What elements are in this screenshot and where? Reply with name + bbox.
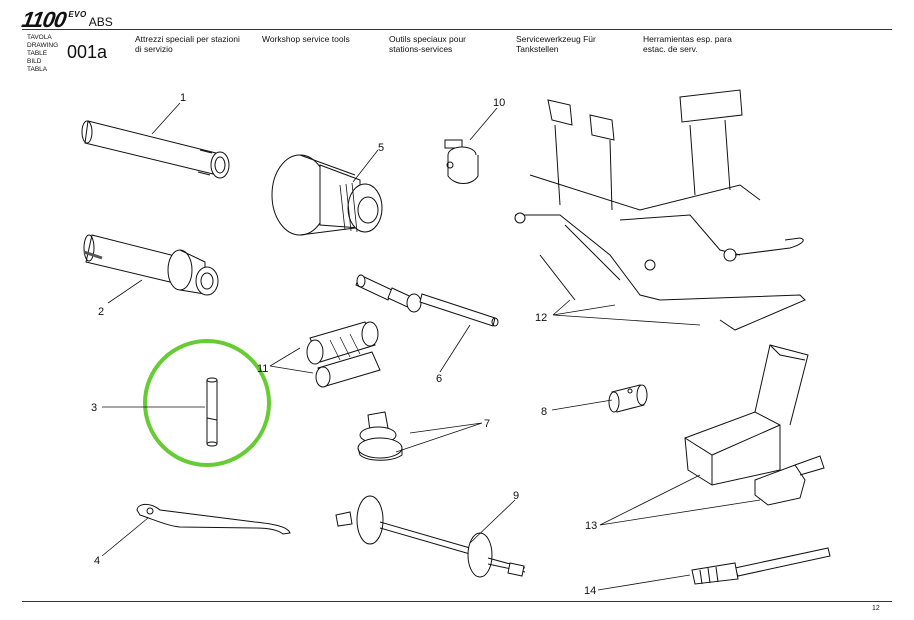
title-line: Workshop service tools <box>262 34 350 44</box>
tool-12-stand[interactable] <box>514 89 806 331</box>
title-line: stations-services <box>389 44 453 54</box>
footer-divider <box>22 601 892 602</box>
callout-1: 1 <box>180 92 186 104</box>
title-spanish: Herramientas esp. para estac. de serv. <box>643 34 768 54</box>
title-line: di servizio <box>135 44 173 54</box>
tool-8-small-sleeve[interactable] <box>608 384 648 413</box>
callout-3: 3 <box>91 402 97 414</box>
title-line: Tankstellen <box>516 44 559 54</box>
tool-7-adaptor[interactable] <box>357 411 403 461</box>
title-line: Outils speciaux pour <box>389 34 467 44</box>
callout-12: 12 <box>535 312 547 324</box>
brand-header: 1100 EVO ABS <box>20 7 113 32</box>
title-line: Servicewerkzeug Für <box>516 34 596 44</box>
title-english: Workshop service tools <box>262 34 387 44</box>
title-line: Herramientas esp. para <box>643 34 732 44</box>
callout-11: 11 <box>257 363 268 375</box>
table-label: TABLA <box>27 66 48 73</box>
callout-14: 14 <box>584 585 596 597</box>
callout-9: 9 <box>513 490 519 502</box>
tool-6-shaft[interactable] <box>355 274 499 327</box>
tool-3-pin[interactable] <box>206 377 218 447</box>
callout-6: 6 <box>436 373 442 385</box>
table-label: TAVOLA <box>27 34 52 41</box>
callout-7: 7 <box>484 418 490 430</box>
tool-14-rod[interactable] <box>691 547 831 585</box>
model-abs: ABS <box>88 15 113 29</box>
header-divider <box>22 29 892 30</box>
callout-8: 8 <box>541 406 547 418</box>
tool-9-puller-rod[interactable] <box>335 495 526 578</box>
leader-lines <box>101 102 761 591</box>
tool-13-case[interactable] <box>684 344 825 506</box>
callout-2: 2 <box>98 306 104 318</box>
tool-1-cylinder[interactable] <box>81 120 230 179</box>
callout-4: 4 <box>94 555 100 567</box>
tool-4-hook-spanner[interactable] <box>136 503 291 535</box>
tool-5-bell-sleeve[interactable] <box>271 154 383 236</box>
callout-13: 13 <box>585 520 597 532</box>
table-label: DRAWING <box>27 42 59 49</box>
title-line: estac. de serv. <box>643 44 698 54</box>
title-line: Attrezzi speciali per stazioni <box>135 34 240 44</box>
tool-11-knurled-sleeves[interactable] <box>306 321 381 388</box>
title-french: Outils speciaux pour stations-services <box>389 34 514 54</box>
table-label: BILD <box>27 58 42 65</box>
tool-2-flanged-cylinder[interactable] <box>83 234 219 296</box>
page-number: 12 <box>872 605 880 612</box>
title-german: Servicewerkzeug Für Tankstellen <box>516 34 641 54</box>
callout-10: 10 <box>493 97 505 109</box>
table-code: 001a <box>67 42 108 62</box>
tool-10-hex-adaptor[interactable] <box>444 139 479 184</box>
callout-5: 5 <box>378 142 384 154</box>
model-logo-sup: EVO <box>68 10 87 19</box>
table-label-stack: TAVOLA DRAWING TABLE BILD TABLA <box>27 34 58 74</box>
title-italian: Attrezzi speciali per stazioni di serviz… <box>135 34 260 54</box>
highlight-circle <box>143 339 271 467</box>
table-label: TABLE <box>27 50 48 57</box>
